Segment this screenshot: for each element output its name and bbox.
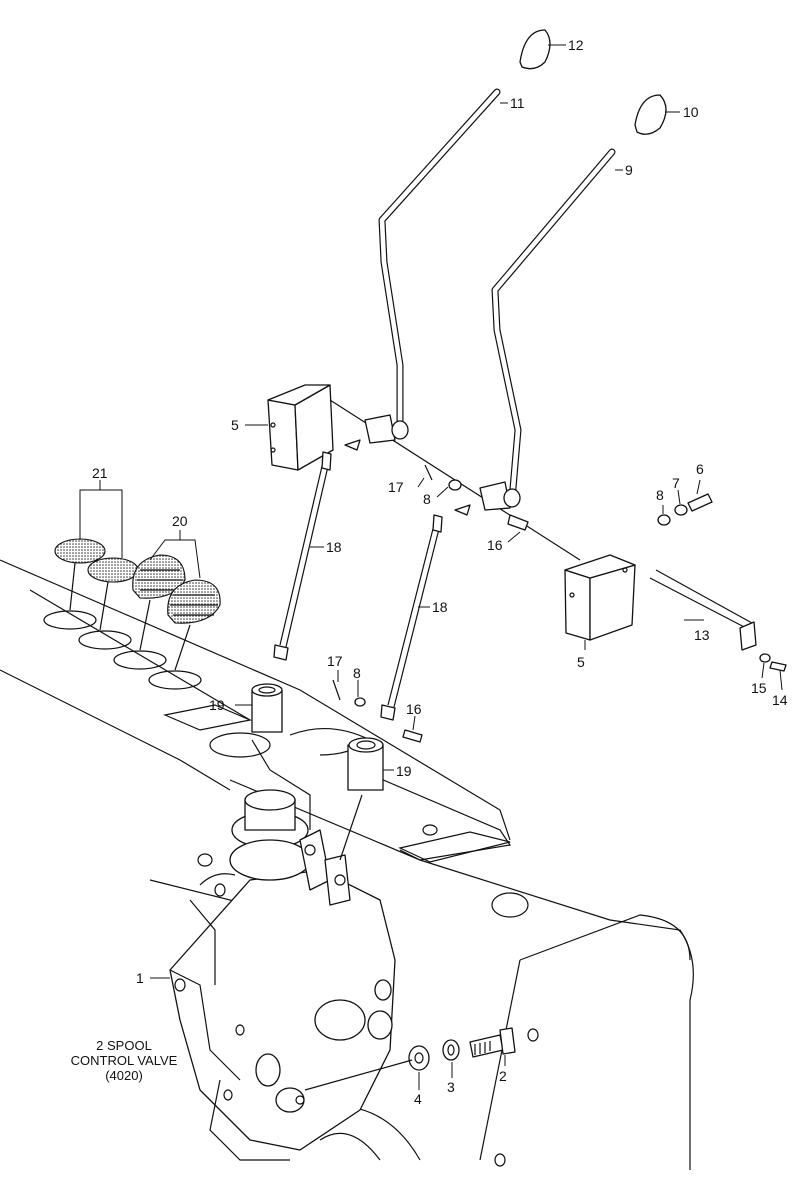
callout-16-lower: 16: [406, 701, 422, 717]
callout-16-upper: 16: [487, 537, 503, 553]
bracket-right: [564, 554, 636, 641]
cover-plates: [54, 538, 139, 631]
callout-18-left: 18: [326, 539, 342, 555]
lever-left: [364, 29, 551, 444]
sleeve-right: [339, 737, 384, 861]
callout-11: 11: [510, 95, 525, 111]
callout-2: 2: [499, 1068, 507, 1084]
link-rod-right: [380, 514, 443, 721]
caption-line-3: (4020): [105, 1068, 143, 1083]
callout-19-right: 19: [396, 763, 412, 779]
callout-14: 14: [772, 692, 788, 708]
callout-18-right: 18: [432, 599, 448, 615]
lever-right: [479, 94, 667, 511]
caption-line-1: 2 SPOOL: [96, 1038, 152, 1053]
callout-6: 6: [696, 461, 704, 477]
valve-caption: 2 SPOOL CONTROL VALVE (4020): [71, 1038, 178, 1083]
callout-12: 12: [568, 37, 584, 53]
callout-13: 13: [694, 627, 710, 643]
callout-8-lower: 8: [353, 665, 361, 681]
callout-7: 7: [672, 475, 680, 491]
callout-20: 20: [172, 513, 188, 529]
callout-labels: 12 11 10 9 5 17 8 16 18 18 8 7 6 13 5 15…: [92, 37, 788, 1107]
callout-17-upper: 17: [388, 479, 404, 495]
callout-5-right: 5: [577, 654, 585, 670]
callout-8-right: 8: [656, 487, 664, 503]
callout-17-lower: 17: [327, 653, 343, 669]
callout-leaders: [79, 44, 783, 1090]
link-rod-left: [273, 451, 332, 661]
callout-19-left: 19: [209, 697, 225, 713]
sleeve-left: [251, 683, 311, 830]
rubber-boots: [132, 554, 221, 671]
hardware-small: [332, 439, 787, 743]
callout-9: 9: [625, 162, 633, 178]
callout-4: 4: [414, 1091, 422, 1107]
bracket-left: [267, 384, 334, 471]
callout-3: 3: [447, 1079, 455, 1095]
callout-1: 1: [136, 970, 144, 986]
bolt-2: [469, 1027, 516, 1058]
callout-21: 21: [92, 465, 108, 481]
washer-4: [304, 1045, 430, 1091]
callout-8-upper: 8: [423, 491, 431, 507]
caption-line-2: CONTROL VALVE: [71, 1053, 178, 1068]
callout-15: 15: [751, 680, 767, 696]
washer-3: [442, 1039, 460, 1061]
callout-10: 10: [683, 104, 699, 120]
callout-5-left: 5: [231, 417, 239, 433]
control-valve: [169, 789, 396, 1161]
